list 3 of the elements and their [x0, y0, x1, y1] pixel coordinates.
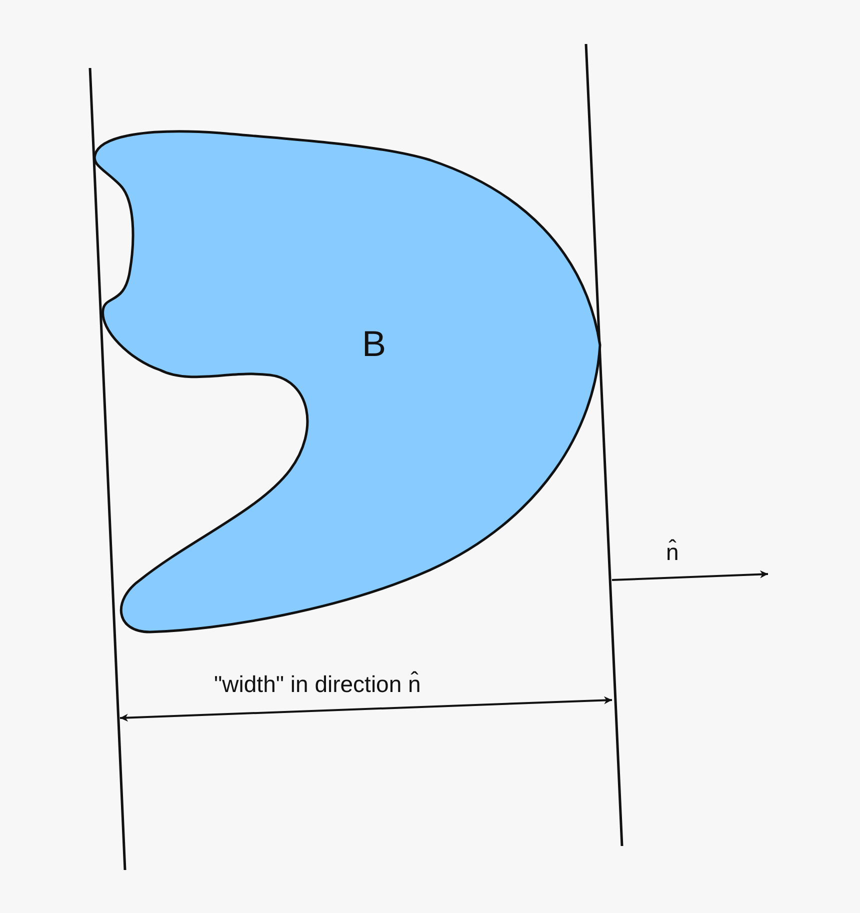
direction-label: n̂ — [666, 540, 679, 566]
width-label: "width" in direction n̂ — [214, 672, 421, 698]
region-label: B — [362, 326, 386, 362]
